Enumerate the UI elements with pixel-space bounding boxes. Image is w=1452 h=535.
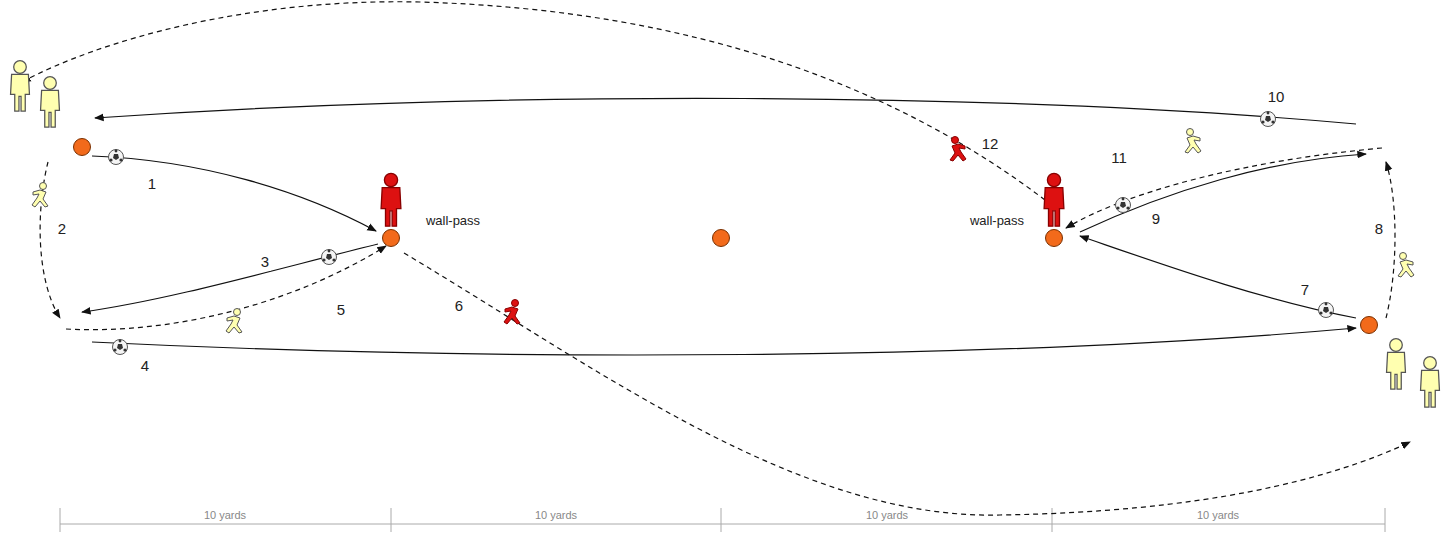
callout-number: 2: [56, 221, 68, 238]
cone: [1046, 230, 1063, 247]
running-player: [1398, 253, 1414, 278]
soccer-ball: [113, 340, 128, 355]
run-path: [66, 246, 386, 330]
running-player: [504, 300, 520, 325]
distance-label: 10 yards: [1195, 509, 1241, 521]
distance-label: 10 yards: [202, 509, 248, 521]
player-role-label: wall-pass: [424, 214, 482, 228]
callout-number: 12: [980, 136, 1001, 153]
wall-pass-player: [381, 173, 401, 226]
callout-number: 9: [1150, 211, 1162, 228]
callout-number: 1: [146, 176, 158, 193]
player-role-label: wall-pass: [968, 214, 1026, 228]
running-player: [1185, 129, 1201, 154]
distance-label: 10 yards: [864, 509, 910, 521]
callout-number: 11: [1109, 150, 1129, 167]
soccer-ball: [1319, 303, 1334, 318]
ruler-line: [60, 524, 1385, 525]
pass-path: [1080, 236, 1356, 318]
run-path: [1386, 162, 1395, 318]
attacker-player: [1387, 339, 1406, 389]
running-player: [226, 309, 242, 334]
attacker-player: [41, 77, 60, 127]
ruler-tick: [721, 508, 722, 532]
callout-number: 5: [335, 302, 347, 319]
movement-paths: [22, 2, 1410, 515]
callout-number: 4: [139, 358, 151, 375]
callout-number: 6: [453, 298, 465, 315]
running-player: [950, 137, 966, 162]
soccer-ball: [1261, 112, 1276, 127]
callout-number: 7: [1299, 282, 1311, 299]
pass-path: [92, 156, 376, 231]
distance-label: 10 yards: [533, 509, 579, 521]
soccer-ball: [109, 150, 124, 165]
distance-ruler: [60, 508, 1385, 532]
soccer-ball: [322, 250, 337, 265]
callout-number: 3: [259, 254, 271, 271]
cone: [713, 230, 730, 247]
attacker-player: [11, 61, 30, 111]
callout-number: 8: [1373, 221, 1385, 238]
attacker-player: [1421, 357, 1440, 407]
soccer-ball: [1116, 198, 1131, 213]
ruler-tick: [1385, 508, 1386, 532]
ruler-tick: [60, 508, 61, 532]
run-path: [404, 253, 1410, 515]
run-path: [22, 2, 1045, 200]
cone: [74, 139, 91, 156]
callout-number: 10: [1266, 89, 1287, 106]
wall-pass-player: [1044, 173, 1064, 226]
pass-path: [82, 244, 378, 312]
ruler-tick: [1052, 508, 1053, 532]
ruler-tick: [391, 508, 392, 532]
cone: [383, 230, 400, 247]
running-player: [32, 183, 48, 208]
run-path: [1066, 148, 1382, 228]
pass-path: [92, 328, 1356, 355]
cone: [1361, 317, 1378, 334]
pass-path: [95, 98, 1356, 124]
run-path: [40, 162, 60, 318]
